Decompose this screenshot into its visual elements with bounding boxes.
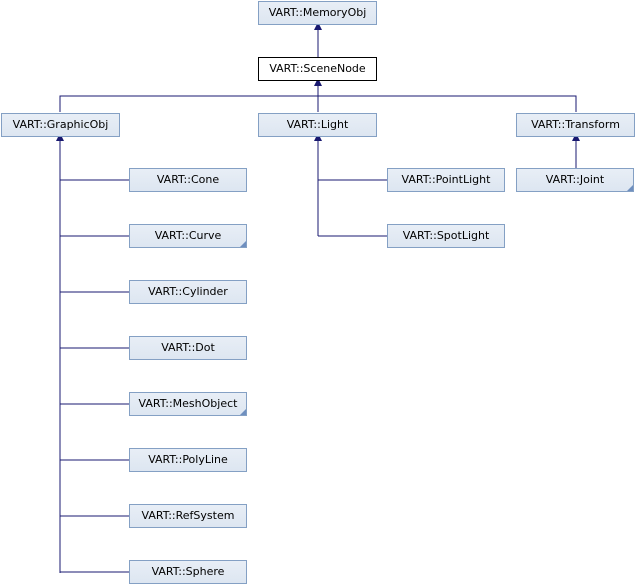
edge-graphicobj-scenenode [59, 95, 318, 112]
node-pointlight[interactable]: VART::PointLight [387, 168, 505, 192]
node-polyline[interactable]: VART::PolyLine [129, 448, 247, 472]
node-meshobject[interactable]: VART::MeshObject [129, 392, 247, 416]
node-joint[interactable]: VART::Joint [516, 168, 634, 192]
node-refsystem[interactable]: VART::RefSystem [129, 504, 247, 528]
node-cone[interactable]: VART::Cone [129, 168, 247, 192]
node-dot[interactable]: VART::Dot [129, 336, 247, 360]
node-scenenode: VART::SceneNode [258, 57, 377, 81]
node-cylinder[interactable]: VART::Cylinder [129, 280, 247, 304]
node-sphere[interactable]: VART::Sphere [129, 560, 247, 584]
node-light[interactable]: VART::Light [258, 113, 377, 137]
edge-transform-scenenode [318, 95, 577, 112]
node-transform[interactable]: VART::Transform [516, 113, 635, 137]
node-curve[interactable]: VART::Curve [129, 224, 247, 248]
node-spotlight[interactable]: VART::SpotLight [387, 224, 505, 248]
node-memoryobj[interactable]: VART::MemoryObj [258, 1, 377, 25]
node-graphicobj[interactable]: VART::GraphicObj [1, 113, 120, 137]
